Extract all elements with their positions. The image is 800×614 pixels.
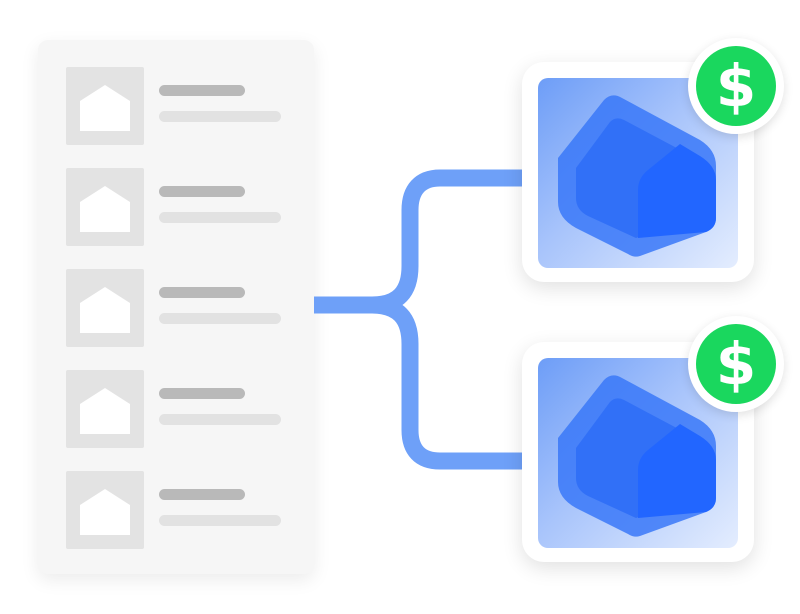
list-item-thumbnail [66,370,144,448]
list-item-thumbnail [66,269,144,347]
dollar-icon: $ [696,46,776,126]
list-item[interactable] [66,471,296,549]
connector-stem [314,169,522,314]
price-badge: $ [688,316,784,412]
product-tile [538,78,738,268]
list-item-title-placeholder [159,287,245,298]
list-item-title-placeholder [159,85,245,96]
product-card[interactable] [522,62,754,282]
house-icon [80,388,130,434]
listing-panel [38,40,314,574]
house-icon [80,287,130,333]
house-icon [558,95,716,257]
house-icon [558,375,716,537]
list-item-thumbnail [66,67,144,145]
list-item-thumbnail [66,471,144,549]
list-item[interactable] [66,370,296,448]
list-item-subtitle-placeholder [159,515,281,526]
list-item-title-placeholder [159,388,245,399]
list-item-subtitle-placeholder [159,111,281,122]
list-item[interactable] [66,67,296,145]
list-item-subtitle-placeholder [159,313,281,324]
house-icon [80,186,130,232]
list-item-subtitle-placeholder [159,212,281,223]
price-badge: $ [688,38,784,134]
house-icon [80,489,130,535]
list-item-subtitle-placeholder [159,414,281,425]
connector-branch-lower [371,296,522,470]
list-item[interactable] [66,168,296,246]
house-icon [80,85,130,131]
list-item[interactable] [66,269,296,347]
dollar-icon: $ [696,324,776,404]
list-item-title-placeholder [159,489,245,500]
list-item-thumbnail [66,168,144,246]
list-item-title-placeholder [159,186,245,197]
